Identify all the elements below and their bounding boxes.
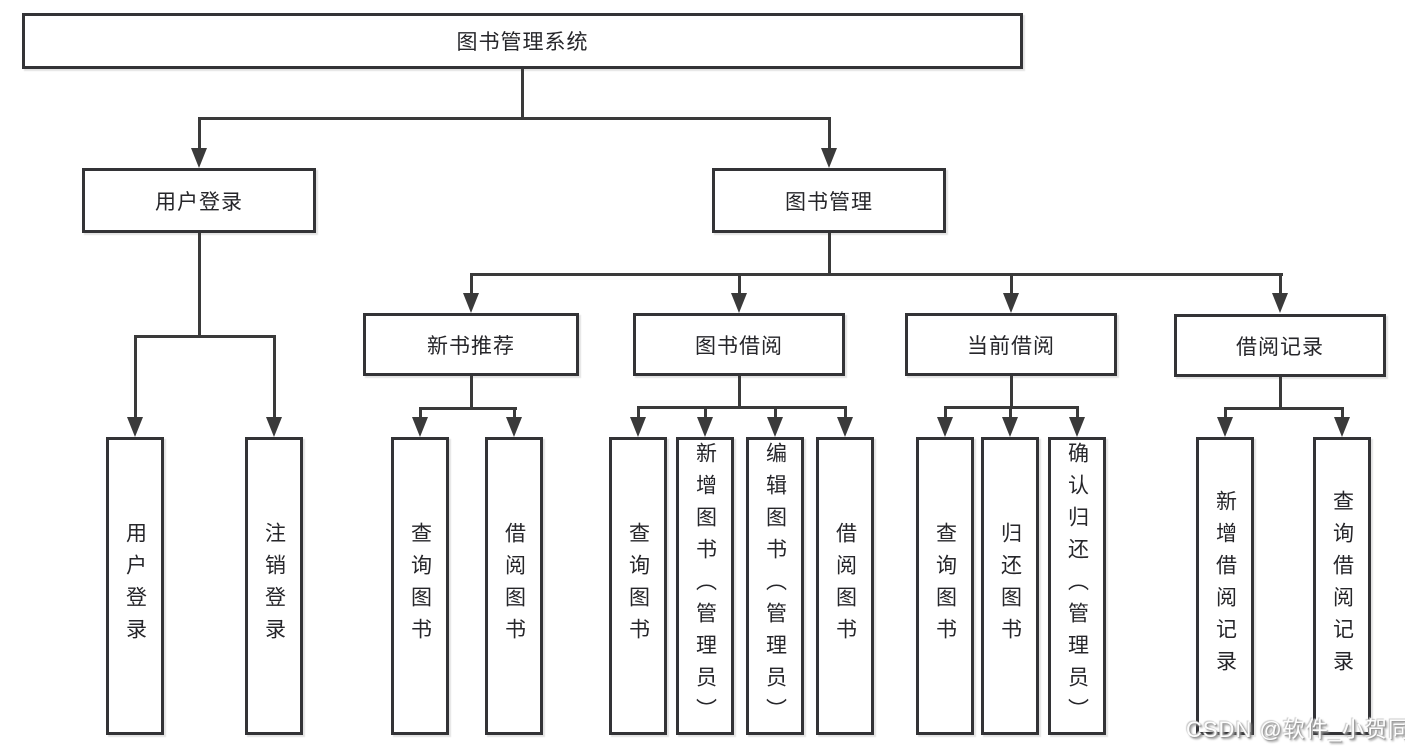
arrowhead [1217,417,1233,437]
connector-line [1076,406,1079,421]
connector-line [273,335,276,421]
node-book-management: 图书管理 [712,168,946,233]
leaf-borrow-books: 借阅图书 [816,437,874,735]
arrowhead [191,148,207,168]
connector-line [738,376,741,408]
arrowhead [1003,293,1019,313]
node-new-book-recommendation: 新书推荐 [363,313,579,376]
connector-line [470,273,1283,276]
node-borrowing-records: 借阅记录 [1174,314,1386,377]
arrowhead [463,293,479,313]
leaf-query-borrow-record: 查询借阅记录 [1313,437,1371,735]
connector-line [470,376,473,409]
connector-line [774,406,777,421]
leaf-add-borrow-record: 新增借阅记录 [1196,437,1254,735]
connector-line [944,406,947,421]
connector-line [637,406,640,421]
connector-line [198,117,201,152]
connector-line [704,406,707,421]
connector-line [637,406,847,409]
arrowhead [767,417,783,437]
arrowhead [821,148,837,168]
leaf-query-books-borrow: 查询图书 [609,437,667,735]
connector-line [1341,407,1344,421]
arrowhead [412,417,428,437]
arrowhead [837,417,853,437]
arrowhead [1069,417,1085,437]
leaf-logout: 注销登录 [245,437,303,735]
connector-line [828,233,831,275]
connector-line [1224,407,1227,421]
leaf-return-books: 归还图书 [981,437,1039,735]
arrowhead [127,417,143,437]
connector-line [1279,377,1282,409]
connector-line [738,273,741,297]
arrowhead [1334,417,1350,437]
connector-line [1279,273,1282,297]
leaf-user-login: 用户登录 [106,437,164,735]
arrowhead [630,417,646,437]
arrowhead [1272,293,1288,313]
connector-line [134,335,276,338]
arrowhead [697,417,713,437]
connector-line [419,407,517,410]
connector-line [1010,273,1013,297]
connector-line [198,233,201,337]
arrowhead [266,417,282,437]
connector-line [1009,406,1012,421]
node-book-borrowing: 图书借阅 [633,313,845,376]
csdn-watermark: CSDN @软件_小贺同学 [1186,717,1405,742]
node-library-management-system: 图书管理系统 [22,13,1023,69]
connector-line [828,117,831,152]
leaf-query-books-recommend: 查询图书 [391,437,449,735]
leaf-borrow-books-recommend: 借阅图书 [485,437,543,735]
connector-line [844,406,847,421]
connector-line [1224,407,1344,410]
arrowhead [937,417,953,437]
arrowhead [731,293,747,313]
arrowhead [1002,417,1018,437]
leaf-confirm-return-admin: 确认归还（管理员） [1048,437,1106,735]
connector-line [1010,376,1013,408]
connector-line [513,407,516,421]
leaf-query-books-current: 查询图书 [916,437,974,735]
node-current-borrowing: 当前借阅 [905,313,1117,376]
connector-line [470,273,473,297]
connector-line [134,335,137,421]
node-user-login: 用户登录 [82,168,316,233]
connector-line [419,407,422,421]
connector-line [198,117,831,120]
leaf-add-books-admin: 新增图书（管理员） [676,437,734,735]
connector-line [521,69,524,119]
leaf-edit-books-admin: 编辑图书（管理员） [746,437,804,735]
arrowhead [506,417,522,437]
